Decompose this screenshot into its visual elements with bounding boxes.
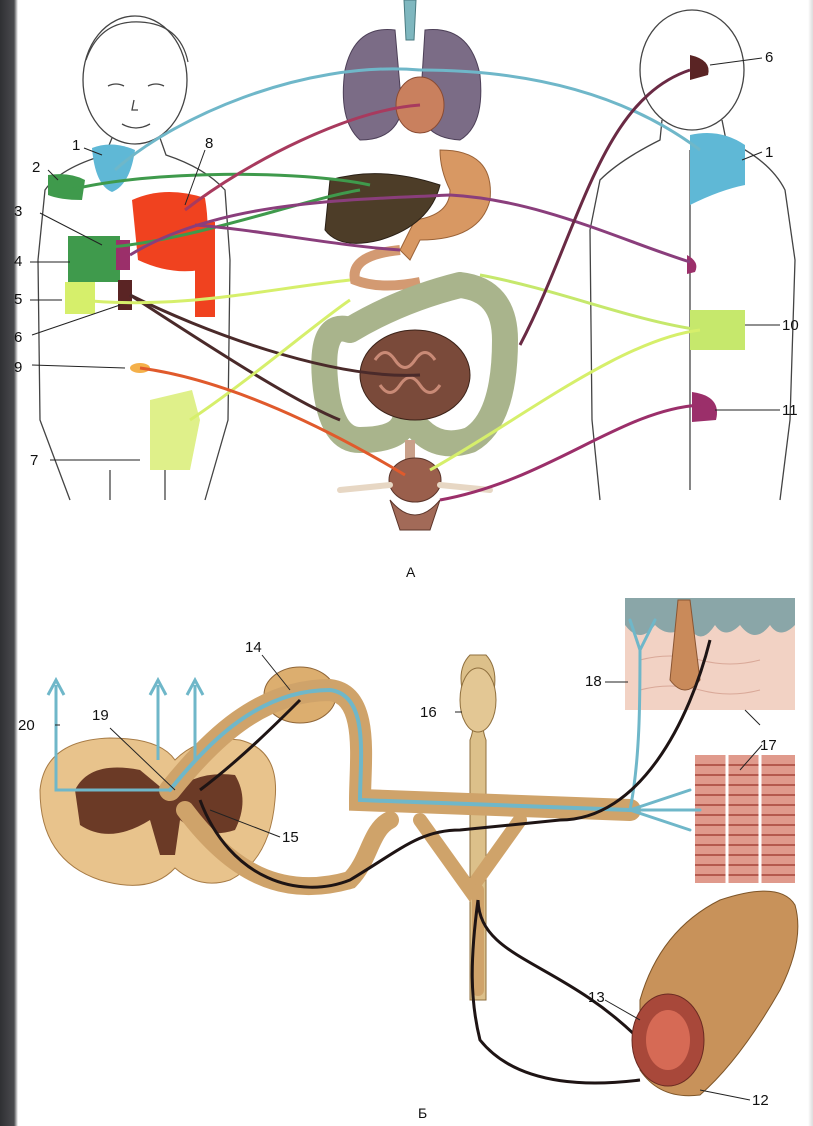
label-5: 5 — [14, 291, 22, 308]
label-19: 19 — [92, 707, 109, 724]
left-lung — [343, 30, 402, 141]
label-1-right: 1 — [765, 144, 773, 161]
zone-groin-lime — [150, 390, 200, 470]
label-14: 14 — [245, 639, 262, 656]
part-a: 1 2 3 4 5 6 7 8 9 6 1 10 11 А — [14, 0, 799, 580]
zone-head-back — [690, 55, 709, 80]
zone-back-magenta — [687, 255, 696, 274]
label-10: 10 — [782, 317, 799, 334]
label-3: 3 — [14, 203, 22, 220]
label-18: 18 — [585, 673, 602, 690]
caption-a: А — [406, 564, 416, 580]
bladder — [389, 458, 441, 502]
zone-arm-red — [195, 222, 215, 317]
trachea — [404, 0, 416, 40]
skin-zones-front — [48, 144, 215, 470]
label-20: 20 — [18, 717, 35, 734]
label-9: 9 — [14, 359, 22, 376]
zone-trunk-brown — [118, 280, 132, 310]
intestine-segment — [632, 891, 798, 1096]
label-4: 4 — [14, 253, 22, 270]
zone-sacral — [692, 392, 717, 422]
label-6-left: 6 — [14, 329, 22, 346]
label-8: 8 — [205, 135, 213, 152]
label-17: 17 — [760, 737, 777, 754]
label-1-left: 1 — [72, 137, 80, 154]
zone-trunk-lime — [65, 282, 95, 314]
zone-neck-back — [690, 133, 745, 205]
label-6-right: 6 — [765, 49, 773, 66]
label-2: 2 — [32, 159, 40, 176]
muscle-section — [695, 755, 795, 883]
zone-trunk-green — [68, 236, 120, 282]
caption-b: Б — [418, 1105, 427, 1121]
label-12: 12 — [752, 1092, 769, 1109]
part-b: 20 19 14 15 16 18 17 13 12 Б — [18, 598, 798, 1121]
viscera — [324, 0, 505, 530]
skin-section — [625, 598, 795, 710]
label-13: 13 — [588, 989, 605, 1006]
label-16: 16 — [420, 704, 437, 721]
skin-zones-back — [687, 55, 745, 422]
label-15: 15 — [282, 829, 299, 846]
label-11: 11 — [782, 402, 798, 419]
label-7: 7 — [30, 452, 38, 469]
